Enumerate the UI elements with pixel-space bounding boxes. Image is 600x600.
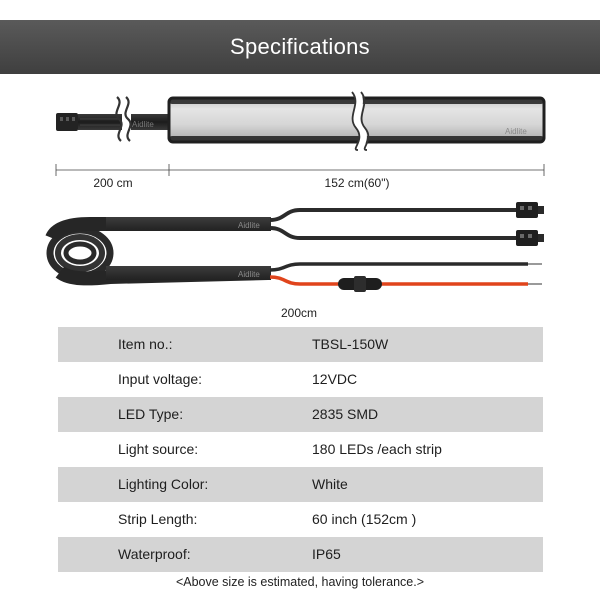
tolerance-note: <Above size is estimated, having toleran… xyxy=(175,575,425,589)
power-leads xyxy=(269,262,542,286)
spec-value: IP65 xyxy=(312,546,341,562)
brand-mark-strip: Aidlite xyxy=(505,127,527,136)
spec-label: Lighting Color: xyxy=(118,476,209,492)
header-banner: Specifications xyxy=(0,20,600,74)
strip-lead-cable xyxy=(78,114,171,130)
spec-value: White xyxy=(312,476,348,492)
fuse-holder-icon xyxy=(338,276,382,292)
spec-value: 180 LEDs /each strip xyxy=(312,441,442,457)
spec-value: 60 inch (152cm ) xyxy=(312,511,417,527)
strip-connector-icon xyxy=(56,113,78,131)
splitter-wires xyxy=(269,208,516,240)
spec-label: Input voltage: xyxy=(118,371,203,387)
spec-label: LED Type: xyxy=(118,406,184,422)
dimension-label-strip: 152 cm(60") xyxy=(325,176,390,190)
dimension-label-cable: 200 cm xyxy=(93,176,132,190)
spec-value: TBSL-150W xyxy=(312,336,389,352)
led-strip-body xyxy=(167,89,546,154)
dimension-label-lower: 200cm xyxy=(281,306,317,320)
spec-label: Item no.: xyxy=(118,336,173,352)
lower-flat-cable xyxy=(106,266,271,280)
page-title: Specifications xyxy=(230,34,370,59)
spec-value: 12VDC xyxy=(312,371,358,387)
spec-label: Waterproof: xyxy=(118,546,191,562)
brand-mark-upper: Aidlite xyxy=(238,221,260,230)
brand-mark-cable: Aidlite xyxy=(132,120,154,129)
spec-label: Strip Length: xyxy=(118,511,198,527)
spec-row-strip-length: Strip Length: 60 inch (152cm ) xyxy=(58,502,543,537)
dimension-line xyxy=(55,164,545,176)
spec-row-item-no: Item no.: TBSL-150W xyxy=(58,327,543,362)
spec-label: Light source: xyxy=(118,441,199,457)
spec-row-lighting-color: Lighting Color: White xyxy=(58,467,543,502)
spec-value: 2835 SMD xyxy=(312,406,379,422)
spec-row-led-type: LED Type: 2835 SMD xyxy=(58,397,543,432)
product-diagram: Aidlite Aidlite 200 cm 152 cm(60") Aidli… xyxy=(45,89,546,320)
brand-mark-lower: Aidlite xyxy=(238,270,260,279)
spec-row-input-voltage: Input voltage: 12VDC xyxy=(58,362,543,397)
break-mark-icon xyxy=(115,96,132,142)
upper-flat-cable xyxy=(106,217,271,231)
spec-table: Item no.: TBSL-150W Input voltage: 12VDC… xyxy=(58,327,543,572)
spec-row-light-source: Light source: 180 LEDs /each strip xyxy=(58,432,543,467)
output-connector-icon xyxy=(516,202,544,246)
spec-row-waterproof: Waterproof: IP65 xyxy=(58,537,543,572)
